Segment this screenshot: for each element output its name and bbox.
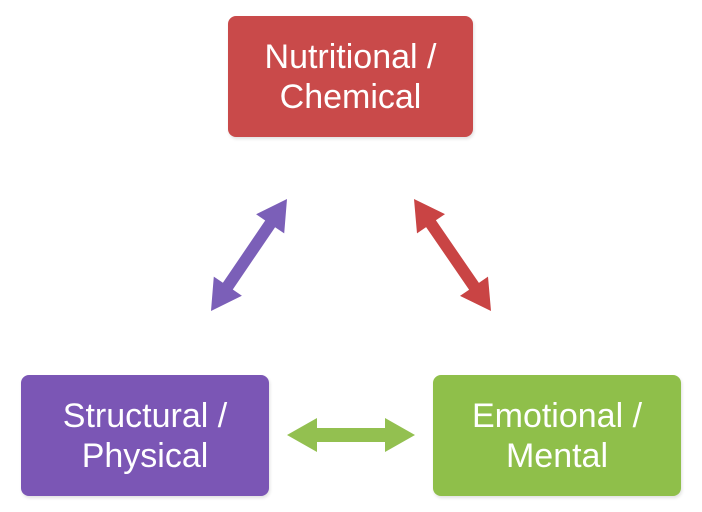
- node-structural-physical: Structural / Physical: [21, 375, 269, 496]
- node-right-line1: Emotional /: [471, 396, 643, 435]
- node-nutritional-chemical: Nutritional / Chemical: [228, 16, 473, 137]
- node-emotional-mental: Emotional / Mental: [433, 375, 681, 496]
- node-left-line2: Physical: [81, 436, 209, 475]
- arrow-nutritional-emotional: [414, 199, 491, 311]
- node-top-line1: Nutritional /: [264, 37, 437, 76]
- node-right-line2: Mental: [505, 436, 609, 475]
- arrow-structural-nutritional: [211, 199, 287, 311]
- arrow-structural-emotional: [287, 418, 415, 452]
- node-top-line2: Chemical: [279, 77, 422, 116]
- node-left-line1: Structural /: [62, 396, 228, 435]
